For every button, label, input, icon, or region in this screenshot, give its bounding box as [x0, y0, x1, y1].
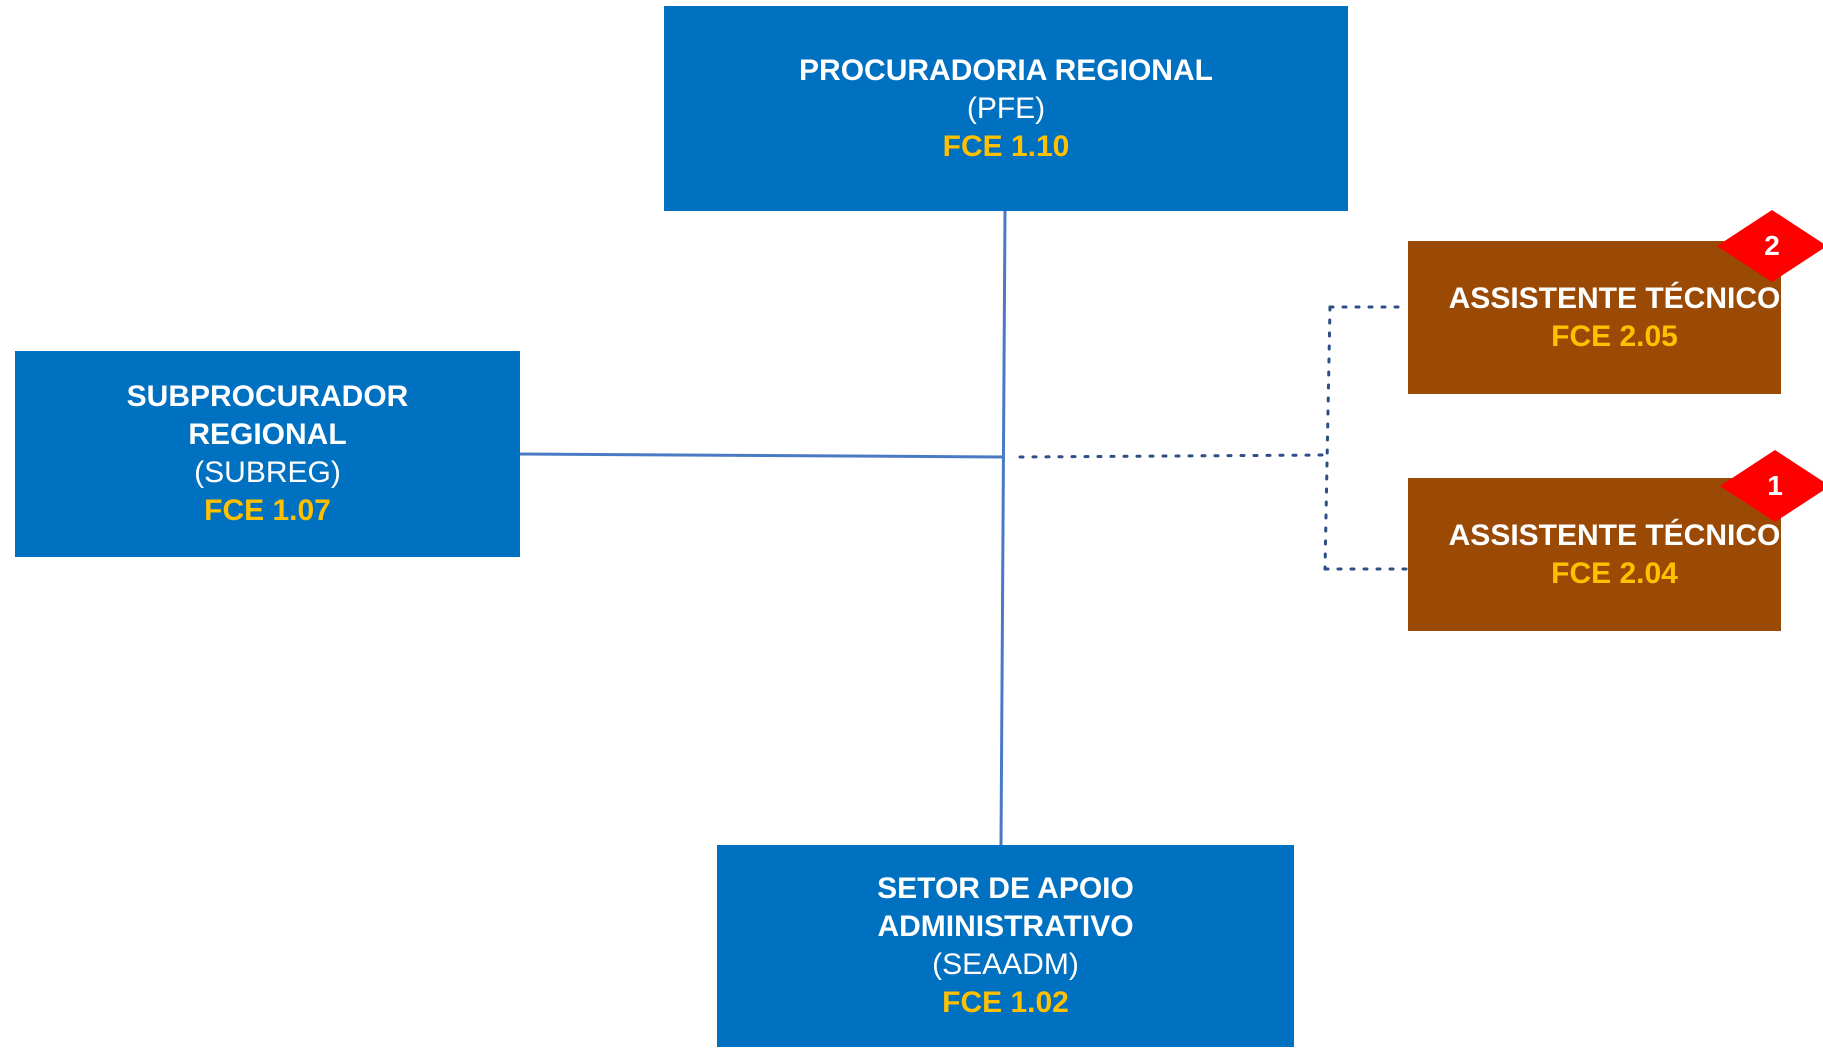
seaadm-box: SETOR DE APOIO ADMINISTRATIVO (SEAADM) F… — [717, 845, 1294, 1047]
seaadm-label: SETOR DE APOIO ADMINISTRATIVO (SEAADM) F… — [776, 870, 1236, 1022]
subreg-connector-line — [519, 452, 1004, 459]
subreg-fce-code: FCE 1.07 — [204, 494, 331, 527]
dotted-branch-vertical — [1323, 305, 1332, 571]
assistente-1-title: ASSISTENTE TÉCNICO — [1448, 281, 1781, 315]
subreg-box: SUBPROCURADOR REGIONAL (SUBREG) FCE 1.07 — [15, 351, 520, 557]
assistente-2-fce-code: FCE 2.04 — [1551, 556, 1678, 590]
assistente-tecnico-box-2: ASSISTENTE TÉCNICO FCE 2.04 — [1408, 478, 1781, 631]
assistente-1-label: ASSISTENTE TÉCNICO FCE 2.05 — [1409, 280, 1781, 356]
pfe-abbreviation: (PFE) — [966, 91, 1046, 125]
subreg-title: SUBPROCURADOR REGIONAL — [126, 380, 409, 451]
assistente-2-title: ASSISTENTE TÉCNICO — [1448, 518, 1781, 552]
diamond-badge-icon — [1717, 210, 1823, 282]
pfe-fce-code: FCE 1.10 — [942, 129, 1070, 163]
count-badge-1-label: 1 — [1767, 470, 1783, 501]
vertical-trunk-line — [999, 210, 1007, 846]
pfe-title: PROCURADORIA REGIONAL — [799, 53, 1213, 87]
seaadm-title: SETOR DE APOIO ADMINISTRATIVO — [877, 872, 1134, 943]
diamond-badge-icon — [1720, 450, 1823, 522]
subreg-abbreviation: (SUBREG) — [194, 456, 341, 489]
assistente-2-label: ASSISTENTE TÉCNICO FCE 2.04 — [1409, 517, 1781, 593]
pfe-label: PROCURADORIA REGIONAL (PFE) FCE 1.10 — [799, 52, 1213, 166]
dotted-branch-horizontal — [1018, 453, 1327, 459]
pfe-box: PROCURADORIA REGIONAL (PFE) FCE 1.10 — [664, 6, 1348, 211]
assistente-tecnico-box-1: ASSISTENTE TÉCNICO FCE 2.05 — [1408, 241, 1781, 394]
count-badge-1: 1 — [1720, 450, 1823, 522]
count-badge-2-label: 2 — [1764, 230, 1780, 261]
count-badge-2: 2 — [1717, 210, 1823, 282]
assistente-1-fce-code: FCE 2.05 — [1551, 319, 1678, 353]
seaadm-abbreviation: (SEAADM) — [932, 948, 1079, 981]
subreg-label: SUBPROCURADOR REGIONAL (SUBREG) FCE 1.07 — [58, 378, 478, 530]
seaadm-fce-code: FCE 1.02 — [942, 986, 1069, 1019]
